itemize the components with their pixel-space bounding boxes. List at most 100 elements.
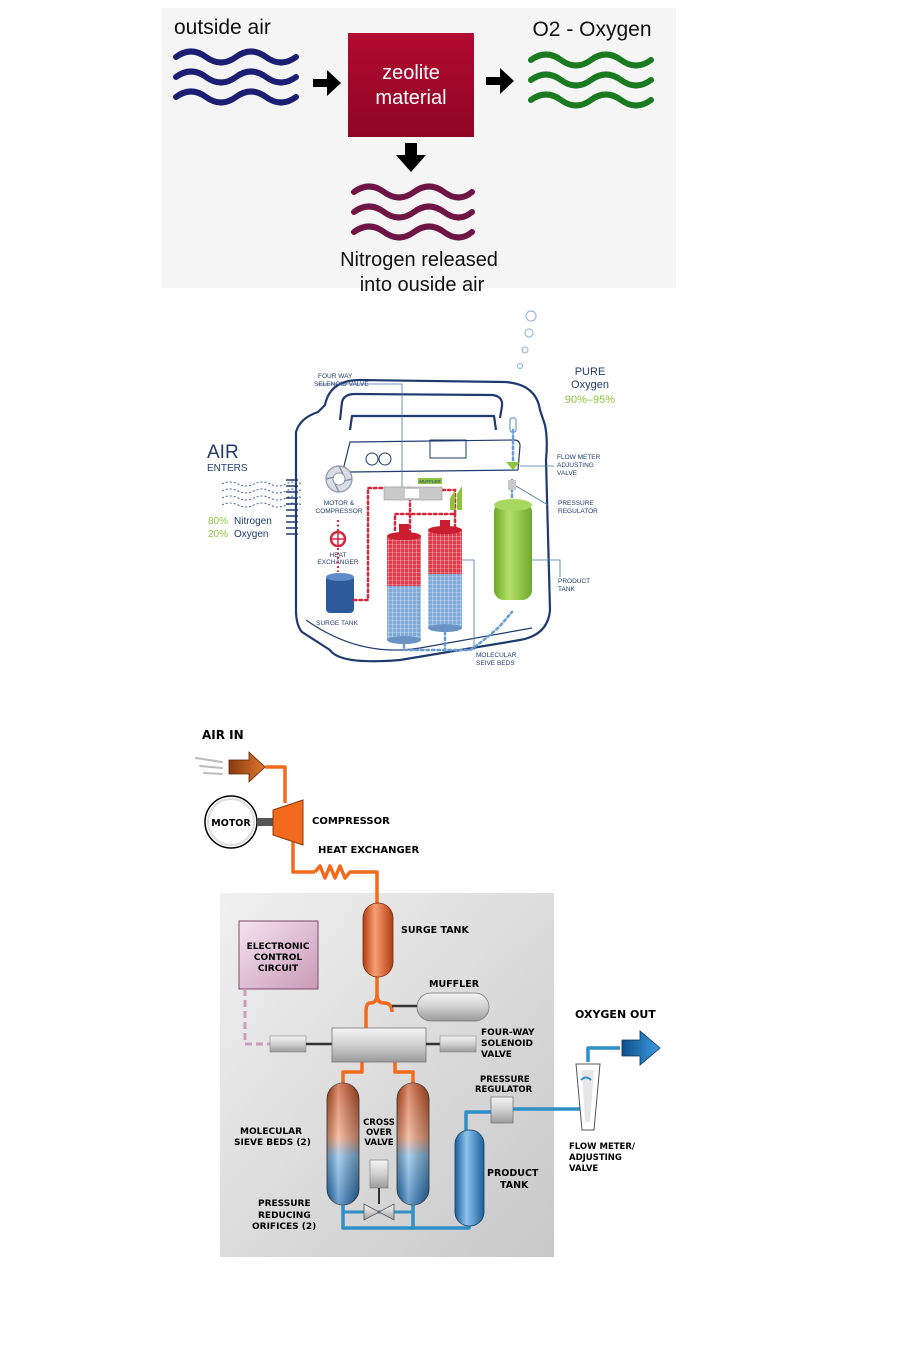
oxygen-out-label: OXYGEN OUT <box>575 1008 656 1021</box>
oxygen-outlet <box>509 417 517 433</box>
pressure-regulator-label-1: PRESSURE <box>480 1075 530 1085</box>
product-tank <box>454 1129 485 1227</box>
surge-tank-label: SURGE TANK <box>316 620 358 627</box>
four-way-label-1: FOUR-WAY <box>481 1028 535 1038</box>
oxygen-bubbles <box>516 310 537 370</box>
solenoid-valve-center <box>405 489 419 498</box>
nitrogen-percent: 80% <box>208 516 228 527</box>
arrow-right-icon <box>313 70 341 96</box>
heat-label-1: HEAT <box>330 552 347 559</box>
nitrogen-text: Nitrogen <box>234 516 272 527</box>
pressure-regulator-label-2: REGULATOR <box>558 508 598 515</box>
heat-exchanger-icon <box>329 530 347 548</box>
flow-meter-label-2: ADJUSTING <box>569 1153 622 1163</box>
cross-over-label-2: OVER <box>366 1128 392 1138</box>
arrow-right-icon <box>486 68 514 94</box>
flow-meter-label-1: FLOW METER <box>557 454 601 461</box>
compressor <box>272 799 304 846</box>
product-tank <box>494 499 532 600</box>
molecular-sieve-beds <box>387 520 462 644</box>
solenoid-coil-left <box>269 1035 307 1053</box>
air-vent-grille <box>286 479 298 535</box>
oxygen-waves <box>528 51 654 109</box>
outside-air-waves <box>173 48 299 106</box>
surge-tank <box>326 573 354 613</box>
orifices-label-2: REDUCING <box>258 1211 311 1221</box>
nitrogen-label-2: into ouside air <box>360 274 485 296</box>
four-way-label-3: VALVE <box>481 1050 512 1060</box>
arrow-down-icon <box>396 143 426 172</box>
air-in-label: AIR IN <box>202 728 244 742</box>
air-in-arrow-icon <box>228 751 266 783</box>
air-entering-waves <box>221 481 303 508</box>
air-in-motion-lines <box>195 757 223 775</box>
sieve-beds-label-1: MOLECULAR <box>240 1127 302 1137</box>
pressure-regulator-label-1: PRESSURE <box>558 500 594 507</box>
motor-shaft <box>257 818 273 826</box>
sieve-beds-label-2: SIEVE BEDS (2) <box>234 1138 311 1148</box>
outside-air-label: outside air <box>174 16 271 39</box>
electronic-control-circuit <box>238 920 319 990</box>
orifices-label-3: ORIFICES (2) <box>252 1222 316 1232</box>
flow-meter-valve-icon <box>506 462 520 470</box>
cross-over-valve-body <box>369 1159 389 1189</box>
surge-tank <box>362 902 394 978</box>
motor-compressor-icon <box>325 465 353 493</box>
flow-meter-label-2: ADJUSTING <box>557 462 594 469</box>
flow-meter-float-icon <box>580 1076 592 1081</box>
pure-oxygen-label: Oxygen <box>571 379 609 391</box>
zeolite-box <box>348 33 474 137</box>
cross-over-valve-icon <box>363 1203 395 1221</box>
oxygen-percent: 20% <box>208 529 228 540</box>
ecc-label-2: CONTROL <box>254 953 303 963</box>
muffler-label: MUFFLER <box>429 979 480 990</box>
motor-label-1: MOTOR & <box>324 500 355 507</box>
control-signal-line <box>243 989 270 1046</box>
compressor-label: COMPRESSOR <box>312 816 390 827</box>
panel-schematic: AIR IN MOTOR COMPRESSOR HEAT EXCHANGER <box>195 728 661 1257</box>
muffler-label: MUFFLER <box>419 479 441 484</box>
four-way-label-1: FOUR WAY <box>318 373 353 380</box>
product-tank-label-1: PRODUCT <box>487 1168 539 1179</box>
molecular-sieve-beds <box>326 1082 430 1206</box>
surge-tank-label: SURGE TANK <box>401 925 470 936</box>
nitrogen-label-1: Nitrogen released <box>340 249 498 271</box>
motor-label: MOTOR <box>211 818 251 829</box>
muffler <box>416 992 490 1022</box>
sieve-beds-label-1: MOLECULAR <box>476 652 517 659</box>
product-tank-label-2: TANK <box>558 586 576 593</box>
pressure-regulator-label-2: REGULATOR <box>475 1085 533 1095</box>
oxygen-out-arrow-icon <box>621 1030 661 1066</box>
nitrogen-waves <box>351 183 475 241</box>
air-label: AIR <box>207 442 239 463</box>
panel-zeolite-overview: outside air zeolite material O2 - Oxygen… <box>162 8 676 296</box>
pressure-regulator <box>508 480 516 490</box>
heat-exchanger-label: HEAT EXCHANGER <box>318 845 420 856</box>
enters-label: ENTERS <box>207 463 248 474</box>
muffler-tag <box>418 478 442 484</box>
motor-label-2: COMPRESSOR <box>316 508 363 515</box>
four-way-solenoid-valve <box>331 1027 427 1063</box>
zeolite-label-1: zeolite <box>382 62 440 84</box>
muffler-flow-icon <box>450 486 462 510</box>
motor <box>204 795 258 849</box>
ecc-label-1: ELECTRONIC <box>247 942 310 952</box>
orifices-label-1: PRESSURE <box>258 1199 311 1209</box>
four-way-label-2: SOLENOID <box>481 1039 533 1049</box>
pure-label: PURE <box>575 366 606 378</box>
oxygen-text: Oxygen <box>234 529 268 540</box>
product-tank-label-1: PRODUCT <box>558 578 590 585</box>
flow-meter-label-1: FLOW METER/ <box>569 1142 636 1152</box>
four-way-label-2: SELENOID VALVE <box>314 381 369 388</box>
oxygen-label: O2 - Oxygen <box>532 18 651 41</box>
solenoid-coil-right <box>439 1035 477 1053</box>
flow-meter-tube <box>582 1070 594 1122</box>
sieve-beds-label-2: SEIVE BEDS <box>476 660 515 667</box>
cross-over-label-1: CROSS <box>363 1118 395 1128</box>
panel-concentrator-cutaway: AIR ENTERS 80% Nitrogen 20% Oxygen PURE … <box>207 310 615 667</box>
pressure-regulator <box>490 1096 514 1124</box>
zeolite-label-2: material <box>375 87 446 109</box>
ecc-label-3: CIRCUIT <box>258 964 299 974</box>
product-tank-label-2: TANK <box>500 1180 529 1191</box>
